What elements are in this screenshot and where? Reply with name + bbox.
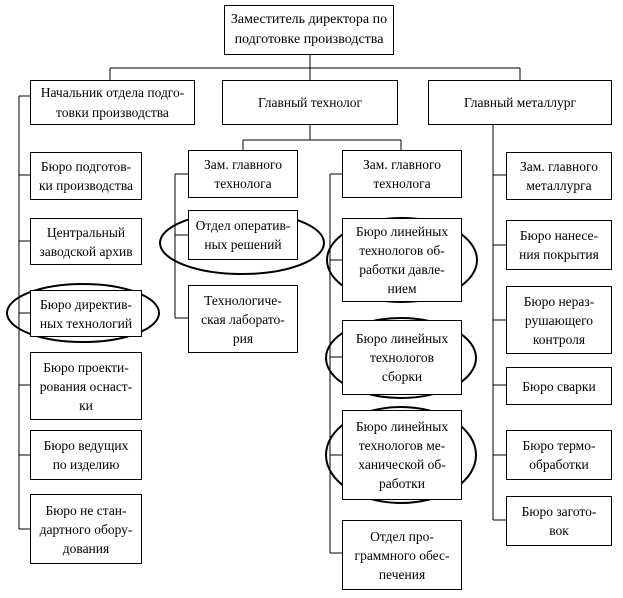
col1-box: Центральный заводской архив — [30, 218, 142, 265]
col1-box: Бюро ведущих по изделию — [30, 430, 142, 480]
col1-label: Бюро подготов- ки производства — [38, 159, 134, 193]
col3-label: Бюро линейных технологов ме- ханической … — [355, 419, 449, 491]
deputy-director-box: Заместитель директора по подготовке прои… — [224, 5, 394, 55]
head-planning-label: Начальник отдела подго- товки производст… — [40, 84, 185, 120]
head-planning-box: Начальник отдела подго- товки производст… — [30, 80, 195, 125]
col4-label: Бюро нанесе- ния покрытия — [519, 228, 599, 262]
deputy-director-label: Заместитель директора по подготовке прои… — [230, 12, 388, 47]
col2-box: Отдел оператив- ных решений — [188, 210, 298, 260]
col1-label: Бюро ведущих по изделию — [43, 438, 129, 472]
col4-box: Бюро термо- обработки — [506, 430, 612, 480]
col4-label: Бюро загото- вок — [521, 504, 597, 538]
col3-label: Бюро линейных технологов сборки — [355, 331, 449, 384]
head-metallurgist-box: Главный металлург — [428, 80, 612, 125]
col3-label: Зам. главного технолога — [363, 157, 441, 191]
col3-box: Зам. главного технолога — [342, 150, 462, 198]
col4-box: Бюро загото- вок — [506, 496, 612, 546]
col4-box: Бюро нераз- рушающего контроля — [506, 286, 612, 354]
col1-box: Бюро не стан- дартного обору- дования — [30, 494, 142, 564]
col1-label: Бюро проекти- рования оснаст- ки — [39, 359, 133, 413]
col2-box: Зам. главного технолога — [188, 150, 298, 198]
col4-label: Зам. главного металлурга — [520, 159, 598, 193]
col4-box: Бюро нанесе- ния покрытия — [506, 220, 612, 270]
col1-box: Бюро проекти- рования оснаст- ки — [30, 352, 142, 420]
col4-box: Бюро сварки — [506, 367, 612, 405]
col3-label: Бюро линейных технологов об- работки дав… — [355, 224, 449, 296]
highlight-ellipse — [6, 283, 160, 343]
col1-label: Центральный заводской архив — [39, 224, 133, 259]
col3-box: Отдел про- граммного обес- печения — [342, 520, 462, 590]
col2-label: Отдел оператив- ных решений — [195, 218, 291, 252]
col1-box: Бюро директив- ных технологий — [30, 290, 142, 337]
head-metallurgist-label: Главный металлург — [463, 94, 576, 110]
col2-box: Технологиче- ская лаборато- рия — [188, 285, 298, 353]
col4-label: Бюро нераз- рушающего контроля — [523, 293, 595, 347]
highlight-ellipse — [325, 406, 477, 504]
col3-box: Бюро линейных технологов ме- ханической … — [342, 410, 462, 500]
col1-box: Бюро подготов- ки производства — [30, 152, 142, 200]
col3-box: Бюро линейных технологов сборки — [342, 320, 462, 395]
col3-box: Бюро линейных технологов об- работки дав… — [342, 218, 462, 302]
col2-label: Технологиче- ская лаборато- рия — [201, 292, 285, 346]
col1-label: Бюро директив- ных технологий — [39, 296, 133, 331]
col4-label: Бюро термо- обработки — [522, 438, 596, 472]
head-technologist-box: Главный технолог — [222, 80, 398, 125]
col4-box: Зам. главного металлурга — [506, 152, 612, 200]
col3-label: Отдел про- граммного обес- печения — [354, 528, 450, 582]
head-technologist-label: Главный технолог — [257, 94, 363, 110]
col1-label: Бюро не стан- дартного обору- дования — [39, 502, 133, 556]
highlight-ellipse — [325, 317, 477, 399]
col2-label: Зам. главного технолога — [204, 157, 282, 191]
col4-label: Бюро сварки — [522, 378, 596, 394]
